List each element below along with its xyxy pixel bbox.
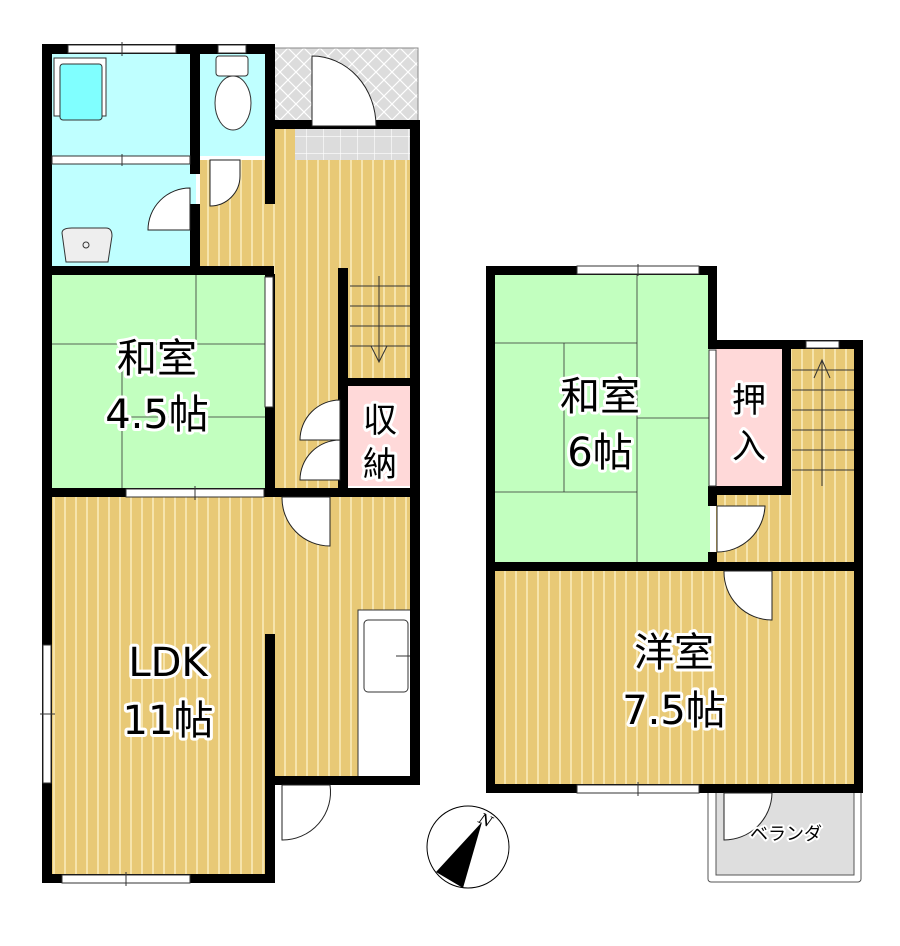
ldk: [52, 496, 268, 876]
washitsu-4-5: [52, 274, 268, 488]
toilet-icon: [214, 75, 252, 131]
storage-oshiire: [716, 348, 782, 486]
room-size-washitsu-4-5: 4.5帖: [105, 392, 209, 438]
storage-shuno: [348, 386, 412, 486]
windows-floor-1: [40, 42, 274, 886]
room-name-shuno-2: 納: [363, 445, 397, 485]
room-name-washitsu-4-5: 和室: [117, 336, 197, 382]
veranda-door-icon: [723, 792, 773, 841]
doors-floor-2: [716, 505, 773, 841]
doors-floor-1: [147, 55, 377, 841]
room-name-shuno-1: 収: [363, 401, 397, 441]
staircase-down: [346, 268, 414, 378]
toilet-door-icon: [209, 159, 241, 207]
room-size-washitsu-6: 6帖: [567, 430, 632, 476]
north-arrow-icon: N: [426, 805, 510, 889]
room-size-ldk: 11帖: [123, 698, 214, 744]
room-name-veranda: ベランダ: [750, 824, 822, 845]
tatami-lines-2: [494, 266, 718, 562]
room-name-youshitsu: 洋室: [634, 630, 714, 676]
washitsu-6-door-icon: [716, 505, 766, 553]
tatami-lines: [52, 274, 268, 488]
storage-door-lower-icon: [299, 439, 341, 481]
storage-door-upper-icon: [299, 399, 341, 441]
washitsu-6: [494, 272, 710, 562]
washbasin-icon: [61, 227, 113, 263]
windows-floor-2: [576, 264, 840, 796]
bathtub-icon: [59, 63, 103, 121]
ldk-door-icon: [281, 496, 331, 547]
back-door-icon: [281, 784, 331, 841]
washroom-door-icon: [147, 187, 191, 231]
floor-2: 和室 6帖 洋室 7.5帖 押 入 ベランダ: [486, 264, 863, 883]
room-name-oshiire-2: 入: [732, 427, 766, 467]
floor-1: 和室 4.5帖 LDK 11帖 収 納: [40, 42, 420, 886]
room-name-oshiire-1: 押: [732, 381, 766, 421]
room-name-washitsu-6: 和室: [560, 374, 640, 420]
room-size-youshitsu: 7.5帖: [622, 688, 726, 734]
room-name-ldk: LDK: [128, 640, 209, 686]
toilet-tank: [215, 55, 249, 77]
entrance-door-icon: [311, 55, 377, 127]
stair-treads-up: [792, 358, 854, 486]
youshitsu-door-icon: [723, 570, 773, 621]
youshitsu: [494, 570, 854, 784]
stair-treads: [350, 276, 411, 364]
